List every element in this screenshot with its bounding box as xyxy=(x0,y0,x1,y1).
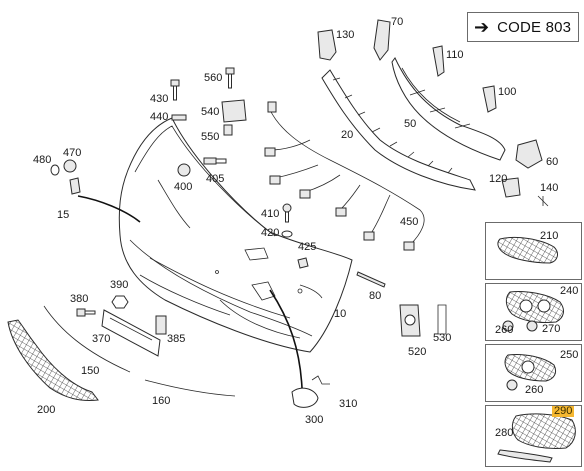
callout-430[interactable]: 430 xyxy=(150,93,169,105)
bracket-100[interactable] xyxy=(482,85,497,113)
grille-290[interactable] xyxy=(511,413,576,449)
callout-10[interactable]: 10 xyxy=(334,308,347,320)
callout-310[interactable]: 310 xyxy=(339,398,358,410)
strip-80[interactable] xyxy=(356,271,386,288)
callout-260-panel3[interactable]: 260 xyxy=(525,384,544,396)
clip-385[interactable] xyxy=(155,315,167,335)
callout-290-highlighted[interactable]: 290 xyxy=(552,405,575,417)
variant-panel-4: 290 280 xyxy=(485,405,582,467)
callout-410[interactable]: 410 xyxy=(261,208,280,220)
callout-15[interactable]: 15 xyxy=(57,209,70,221)
clip-310[interactable] xyxy=(311,375,330,385)
code-label: CODE 803 xyxy=(497,18,572,36)
callout-530[interactable]: 530 xyxy=(433,332,452,344)
callout-260[interactable]: 260 xyxy=(495,324,514,336)
bumper-upper-strip[interactable] xyxy=(321,69,476,191)
callout-120[interactable]: 120 xyxy=(489,173,508,185)
callout-520[interactable]: 520 xyxy=(408,346,427,358)
callout-240[interactable]: 240 xyxy=(560,285,579,297)
callout-150[interactable]: 150 xyxy=(81,365,100,377)
callout-480[interactable]: 480 xyxy=(33,154,52,166)
callout-160[interactable]: 160 xyxy=(152,395,171,407)
strip-160[interactable] xyxy=(144,379,236,397)
callout-370[interactable]: 370 xyxy=(92,333,111,345)
code-box: ➔ CODE 803 xyxy=(467,12,579,42)
callout-450[interactable]: 450 xyxy=(400,216,419,228)
bumper-cover[interactable] xyxy=(118,117,353,353)
leader-300 xyxy=(269,289,303,389)
clip-140[interactable] xyxy=(537,195,549,207)
callout-140[interactable]: 140 xyxy=(540,182,559,194)
screw-430[interactable] xyxy=(170,79,180,101)
nut-390[interactable] xyxy=(111,295,129,309)
cover-300[interactable] xyxy=(291,387,319,408)
variant-panel-2: 240 260 270 xyxy=(485,283,582,341)
strip-280[interactable] xyxy=(497,449,553,463)
callout-560[interactable]: 560 xyxy=(204,72,223,84)
callout-550[interactable]: 550 xyxy=(201,131,220,143)
clip-550[interactable] xyxy=(223,124,233,136)
grille-240[interactable] xyxy=(505,291,564,323)
callout-470[interactable]: 470 xyxy=(63,147,82,159)
callout-50[interactable]: 50 xyxy=(404,118,417,130)
callout-270[interactable]: 270 xyxy=(542,323,561,335)
variant-panel-1: 210 xyxy=(485,222,582,280)
callout-20[interactable]: 20 xyxy=(341,129,354,141)
callout-200[interactable]: 200 xyxy=(37,404,56,416)
callout-425[interactable]: 425 xyxy=(298,241,317,253)
callout-60[interactable]: 60 xyxy=(546,156,559,168)
sensor-400[interactable] xyxy=(177,163,191,177)
callout-100[interactable]: 100 xyxy=(498,86,517,98)
ring-270[interactable] xyxy=(526,320,538,332)
callout-70[interactable]: 70 xyxy=(391,16,404,28)
bracket-60[interactable] xyxy=(515,139,543,169)
callout-80[interactable]: 80 xyxy=(369,290,382,302)
callout-405[interactable]: 405 xyxy=(206,173,225,185)
sensor-540[interactable] xyxy=(221,99,247,123)
grille-200[interactable] xyxy=(7,319,99,401)
ring-260b[interactable] xyxy=(506,379,518,391)
callout-420[interactable]: 420 xyxy=(261,227,280,239)
wiring-harness[interactable] xyxy=(264,101,425,251)
clip-425[interactable] xyxy=(297,257,309,269)
callout-110[interactable]: 110 xyxy=(446,49,464,61)
callout-380[interactable]: 380 xyxy=(70,293,89,305)
callout-440[interactable]: 440 xyxy=(150,111,169,123)
clip-440[interactable] xyxy=(171,114,187,121)
callout-385[interactable]: 385 xyxy=(167,333,186,345)
callout-280[interactable]: 280 xyxy=(495,427,514,439)
variant-panel-3: 250 260 xyxy=(485,344,582,402)
impact-absorber[interactable] xyxy=(391,57,506,161)
sensor-ring-480[interactable] xyxy=(50,164,60,176)
bracket-530[interactable] xyxy=(437,304,447,335)
callout-210[interactable]: 210 xyxy=(540,230,559,242)
license-plate-bracket-370[interactable] xyxy=(101,309,161,357)
bracket-70[interactable] xyxy=(373,19,391,61)
callout-130[interactable]: 130 xyxy=(336,29,355,41)
sensor-470[interactable] xyxy=(63,159,77,173)
screw-380[interactable] xyxy=(76,308,96,317)
right-arrow-icon: ➔ xyxy=(474,17,490,37)
bracket-120[interactable] xyxy=(501,177,521,198)
leader-15 xyxy=(77,195,141,223)
strip-150[interactable] xyxy=(43,305,131,373)
bolt-410[interactable] xyxy=(282,203,292,223)
bracket-130[interactable] xyxy=(317,29,337,61)
grille-210[interactable] xyxy=(497,236,558,264)
callout-390[interactable]: 390 xyxy=(110,279,129,291)
callout-540[interactable]: 540 xyxy=(201,106,220,118)
part-15[interactable] xyxy=(69,177,81,195)
bracket-110[interactable] xyxy=(432,45,445,77)
sensor-520[interactable] xyxy=(399,304,421,337)
callout-300[interactable]: 300 xyxy=(305,414,324,426)
screw-405[interactable] xyxy=(203,157,227,165)
washer-420[interactable] xyxy=(281,230,293,238)
callout-250[interactable]: 250 xyxy=(560,349,579,361)
ring-260[interactable] xyxy=(502,320,514,332)
screw-560[interactable] xyxy=(225,67,235,89)
callout-400[interactable]: 400 xyxy=(174,181,193,193)
